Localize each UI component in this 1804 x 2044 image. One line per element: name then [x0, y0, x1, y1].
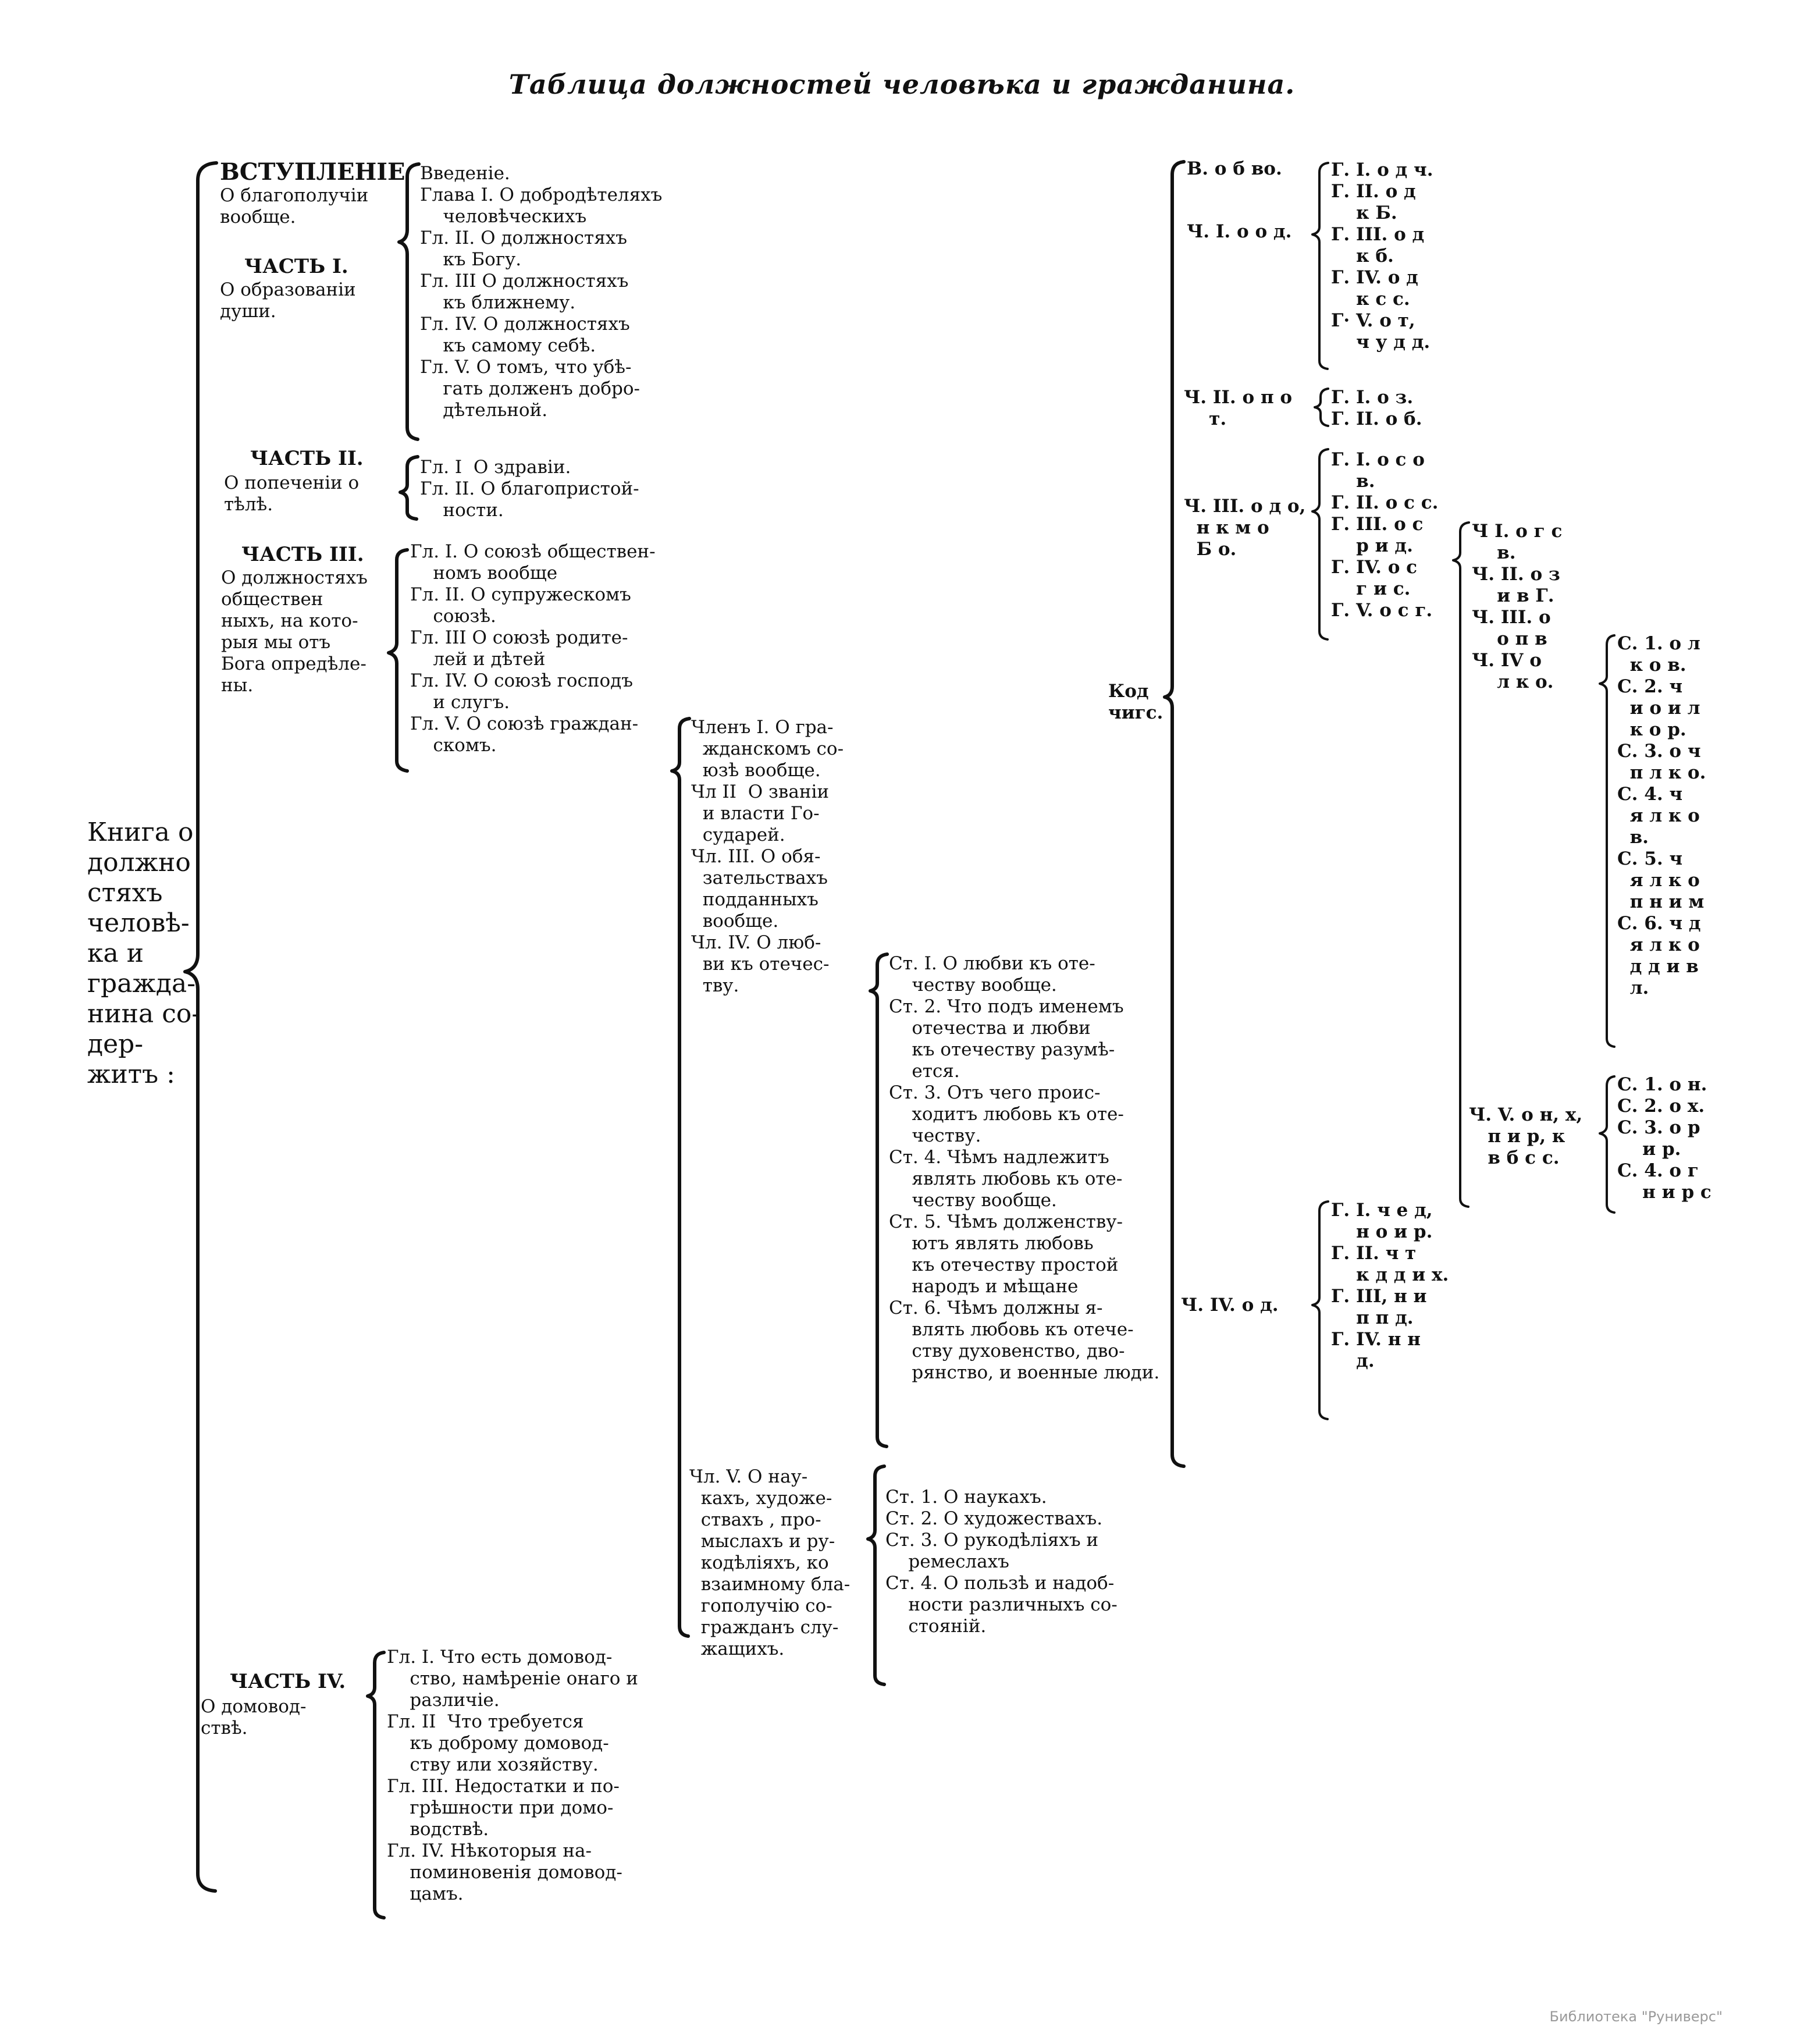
page-title: Таблица должностей человѣка и гражданина… [508, 69, 1296, 100]
part3-text: О должностяхъ обществен ныхъ, на кото- р… [221, 567, 368, 696]
part3-chapters: Гл. I. О союзѣ обществен- номъ вообще Гл… [410, 541, 656, 756]
articles-love-of-fatherland: Ст. I. О любви къ оте- честву вообще. Ст… [889, 953, 1160, 1383]
right-ch4: Ч. IV. о д. [1181, 1295, 1279, 1316]
right-ch1-items: Г. I. о д ч. Г. II. о д к Б. Г. III. о д… [1331, 159, 1433, 353]
part1-text: О образованіи души. [220, 279, 356, 322]
part4-chapters: Гл. I. Что есть домовод- ство, намѣреніе… [387, 1647, 638, 1904]
right-ch3-items: Г. I. о с о в. Г. II. о с с. Г. III. о с… [1331, 449, 1439, 621]
part2-head: ЧАСТЬ II. [250, 447, 364, 470]
right-kod: Код чигс. [1108, 681, 1163, 723]
member-5: Чл. V. О нау- кахъ, художе- ствахъ , про… [689, 1466, 851, 1659]
right-ch1: Ч. I. о о д. [1187, 221, 1292, 242]
right-ch3-sub-items: С. 1. о л к о в. С. 2. ч и о и л к о р. … [1617, 633, 1706, 998]
articles-sciences: Ст. 1. О наукахъ. Ст. 2. О художествахъ.… [885, 1487, 1118, 1637]
intro-head: ВСТУПЛЕНІЕ [220, 158, 405, 186]
part4-head: ЧАСТЬ IV. [230, 1670, 346, 1693]
part2-text: О попеченіи о тѣлѣ. [224, 472, 360, 515]
right-ch2: Ч. II. о п о т. [1184, 387, 1293, 429]
part1-head: ЧАСТЬ I. [244, 255, 348, 278]
right-ch4-items: Г. I. ч е д, н о и р. Г. II. ч т к д д и… [1331, 1200, 1449, 1371]
part1-chapters: Введеніе. Глава I. О добродѣтеляхъ челов… [420, 163, 663, 421]
intro-text: О благополучіи вообще. [220, 185, 369, 227]
root-label: Книга о должно стяхъ человѣ- ка и гражда… [87, 817, 201, 1089]
right-ch3-v: Ч. V. о н, х, п и р, к в б с с. [1469, 1104, 1583, 1168]
right-ch3: Ч. III. о д о, н к м о Б о. [1184, 496, 1306, 560]
part2-chapters: Гл. I О здравіи. Гл. II. О благопристой-… [420, 457, 639, 521]
right-ch3-v-items: С. 1. о н. С. 2. о х. С. 3. о р и р. С. … [1617, 1074, 1712, 1203]
library-credit: Библиотека "Руниверс" [1549, 2009, 1723, 2025]
right-ch2-items: Г. I. о з. Г. II. о б. [1331, 387, 1422, 429]
civil-union-members: Членъ I. О гра- жданскомъ со- юзѣ вообще… [691, 717, 844, 996]
part4-text: О домовод- ствѣ. [201, 1696, 307, 1739]
part3-head: ЧАСТЬ III. [241, 543, 364, 566]
right-ch3-sub: Ч I. о г с в. Ч. II. о з и в Г. Ч. III. … [1472, 521, 1563, 692]
right-intro: В. о б во. [1187, 158, 1282, 179]
